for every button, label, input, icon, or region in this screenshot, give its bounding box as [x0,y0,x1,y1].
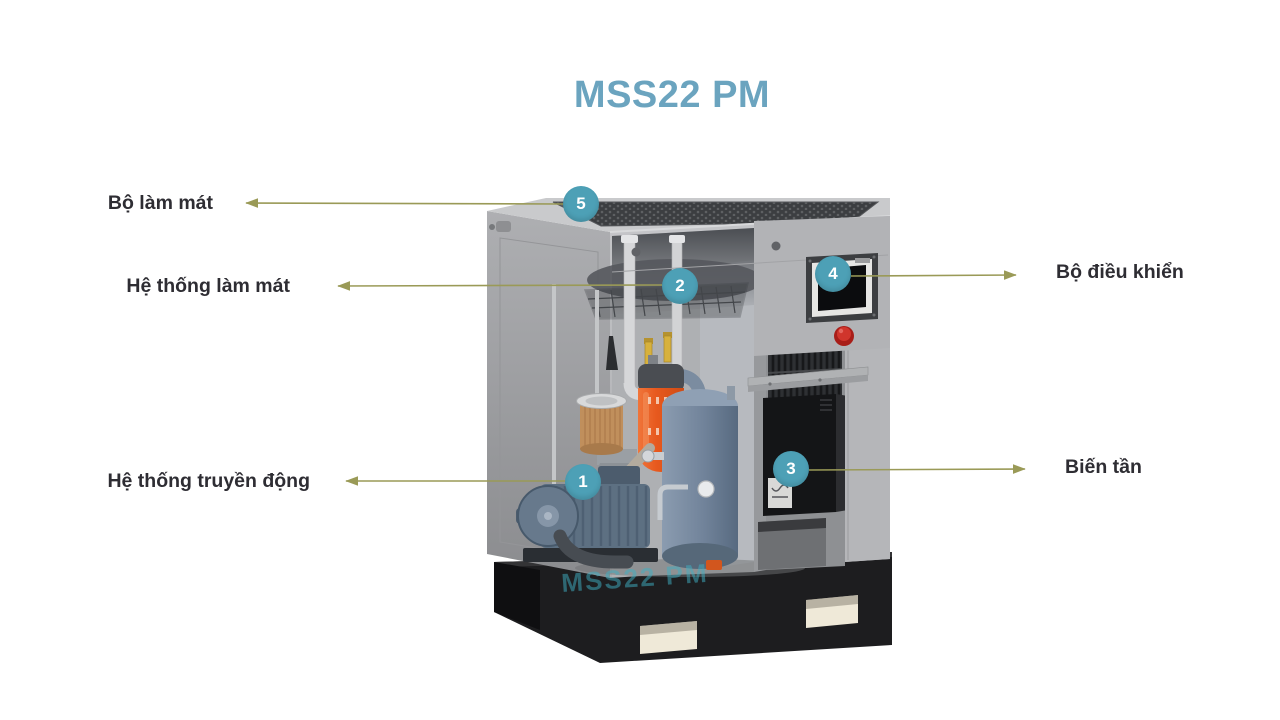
separator-tank [641,386,738,570]
callout-lines [245,198,1026,486]
tank-hex-plug [697,480,715,498]
lower-opening [758,518,826,570]
vent-hole [631,247,641,257]
callout-marker-1: 1 [565,464,601,500]
drain-fitting [706,560,722,570]
forklift-slot [640,621,697,654]
support-rods [552,284,599,516]
mounting-shelf [747,366,869,392]
callout-marker-2: 2 [662,268,698,304]
callout-marker-3: 3 [773,451,809,487]
callout-line-5 [245,198,564,208]
callout-label-cooler: Bộ làm mát [107,192,213,214]
callout-label-drive-system: Hệ thống truyền động [107,470,310,492]
emergency-stop-button [834,326,854,346]
callout-marker-5: 5 [563,186,599,222]
callout-line-2 [337,281,663,291]
callout-label-controller: Bộ điều khiển [1056,261,1184,283]
drive-motor [516,466,658,569]
callout-label-cooling-system: Hệ thống làm mát [126,275,290,297]
callout-marker-4: 4 [815,256,851,292]
inverter-box [763,394,848,516]
callout-line-4 [850,270,1017,280]
callout-line-3 [808,464,1026,474]
product-title: MSS22 PM [573,74,771,116]
door-latch [496,221,511,232]
vent-hole [771,241,781,251]
door-hinge [489,224,495,230]
temperature-sensor [606,336,618,370]
callout-label-inverter: Biến tần [1065,456,1142,478]
forklift-slot [806,595,858,628]
